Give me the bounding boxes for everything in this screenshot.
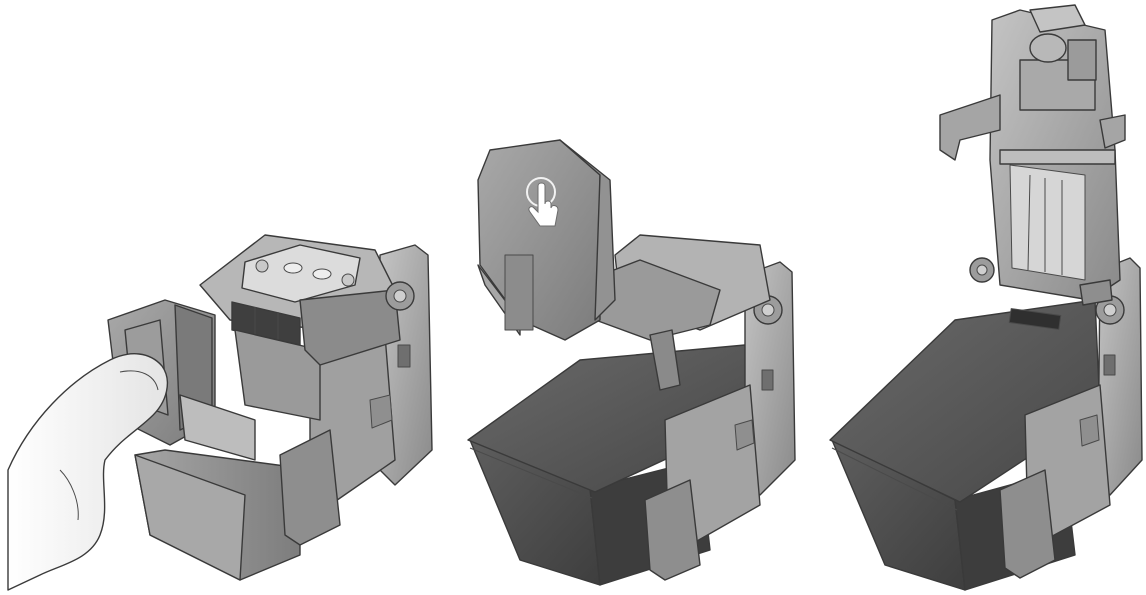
- panel-1-screw-left: [255, 259, 269, 273]
- panel-3-frame-roller: [1029, 33, 1067, 63]
- panel-3-frame-top-clip: [1029, 4, 1086, 33]
- panel-2-bottom-rail: [644, 479, 701, 581]
- panel-1-contact-hole: [312, 268, 332, 280]
- panel-3-frame-bar: [1027, 174, 1031, 271]
- panel-2-latch-lever: [477, 139, 601, 341]
- panel-1-latch-arm: [299, 289, 401, 366]
- panel-2-side-tab: [734, 419, 755, 451]
- panel-3-hinge-bar: [999, 149, 1116, 165]
- panel-1-side-tab: [369, 394, 393, 429]
- panel-2-wheel-hub: [761, 303, 775, 317]
- panel-3-frame-window: [1009, 164, 1086, 281]
- panel-3-wheel-hub: [1103, 303, 1117, 317]
- panel-3-wheel-hub: [976, 264, 988, 276]
- panel-3-bottom-rail: [999, 469, 1056, 579]
- panel-1-cartridge-front: [134, 454, 246, 581]
- panel-3-right-arm: [1099, 114, 1126, 149]
- panel-3-side-tab: [1079, 414, 1100, 447]
- panel-3-side-slot: [1103, 354, 1116, 376]
- panel-1-contact-plate: [241, 244, 361, 303]
- panel-3-left-arm: [939, 94, 1001, 161]
- panel-2-latch-tab: [504, 254, 534, 331]
- panel-2-latch-back: [559, 139, 616, 321]
- finger-icon: [7, 353, 169, 591]
- panel-3-frame-tab: [1067, 39, 1097, 81]
- panel-1-wheel-hub: [393, 289, 407, 303]
- panel-1-press-latch: [7, 234, 433, 591]
- finger-nail: [119, 370, 159, 391]
- touch-hand-icon: [526, 177, 559, 227]
- panel-1-screw-right: [341, 273, 355, 287]
- panel-3-cartridge-slot: [1008, 308, 1062, 330]
- panel-3-latch-fully-open: [829, 4, 1143, 591]
- panel-2-cartridge-edge: [469, 447, 593, 499]
- panel-1-front-tab: [179, 394, 256, 461]
- panel-1-side-slot: [397, 344, 411, 368]
- panel-1-middle-block: [234, 329, 321, 421]
- panel-3-cartridge-edge: [831, 447, 958, 511]
- panel-1-contact-hole: [283, 262, 303, 274]
- panel-2-latch-raised: [467, 139, 796, 586]
- panel-2-latch-hook: [649, 329, 681, 391]
- panel-1-bottom-rail: [279, 429, 341, 546]
- panel-3-latch-hook: [1079, 279, 1113, 306]
- finger-crease: [59, 469, 79, 521]
- panel-2-side-slot: [761, 369, 774, 391]
